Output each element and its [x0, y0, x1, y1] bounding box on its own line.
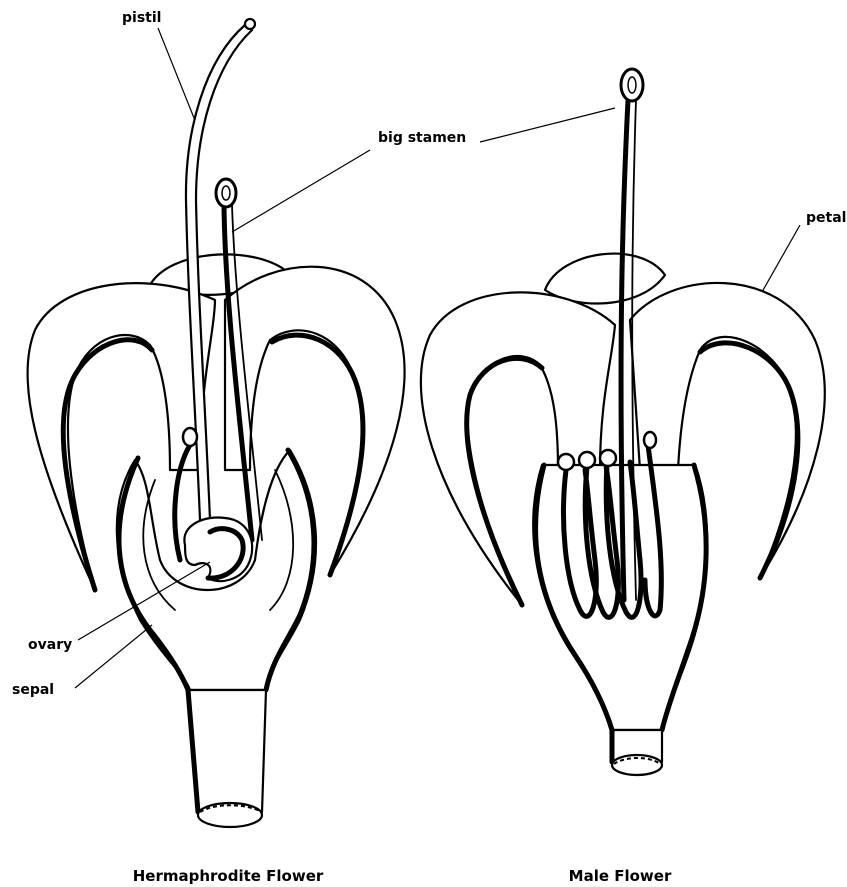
small-stamen-anther	[183, 428, 197, 446]
pistil-label: pistil	[122, 10, 161, 26]
big-stamen-leader-left	[232, 150, 370, 232]
hermaphrodite-caption: Hermaphrodite Flower	[133, 867, 324, 885]
ovary-label: ovary	[28, 637, 72, 653]
sepal-label: sepal	[12, 682, 54, 698]
big-stamen-leader-right	[480, 108, 615, 142]
big-stamen-anther-inner	[222, 186, 230, 200]
big-stamen-label: big stamen	[378, 130, 466, 146]
stalk-base	[198, 803, 262, 827]
male-back-petal	[545, 254, 665, 304]
petal-label: petal	[806, 210, 846, 226]
male-flower	[421, 69, 825, 775]
petal-leader	[762, 225, 800, 292]
male-right-petal-rim	[700, 343, 798, 578]
male-left-petal-rim	[467, 358, 542, 605]
male-big-stamen-anther-inner	[628, 77, 636, 93]
pistil-leader	[158, 28, 194, 118]
hermaphrodite-flower	[28, 19, 405, 827]
pistil-stigma	[245, 19, 255, 29]
male-caption: Male Flower	[569, 867, 672, 885]
